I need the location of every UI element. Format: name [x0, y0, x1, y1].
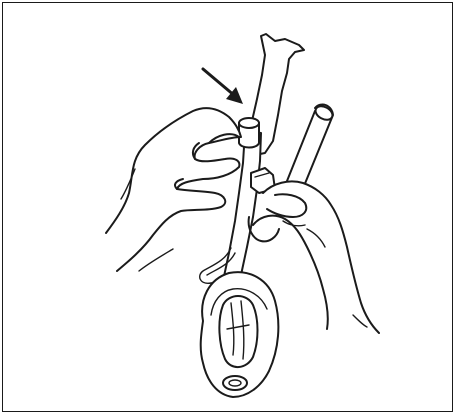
figure-frame — [2, 2, 453, 412]
mask-cuff — [201, 272, 279, 397]
airway-insertion-illustration — [3, 3, 454, 413]
left-hand — [106, 108, 241, 271]
arrow-icon — [203, 69, 243, 104]
